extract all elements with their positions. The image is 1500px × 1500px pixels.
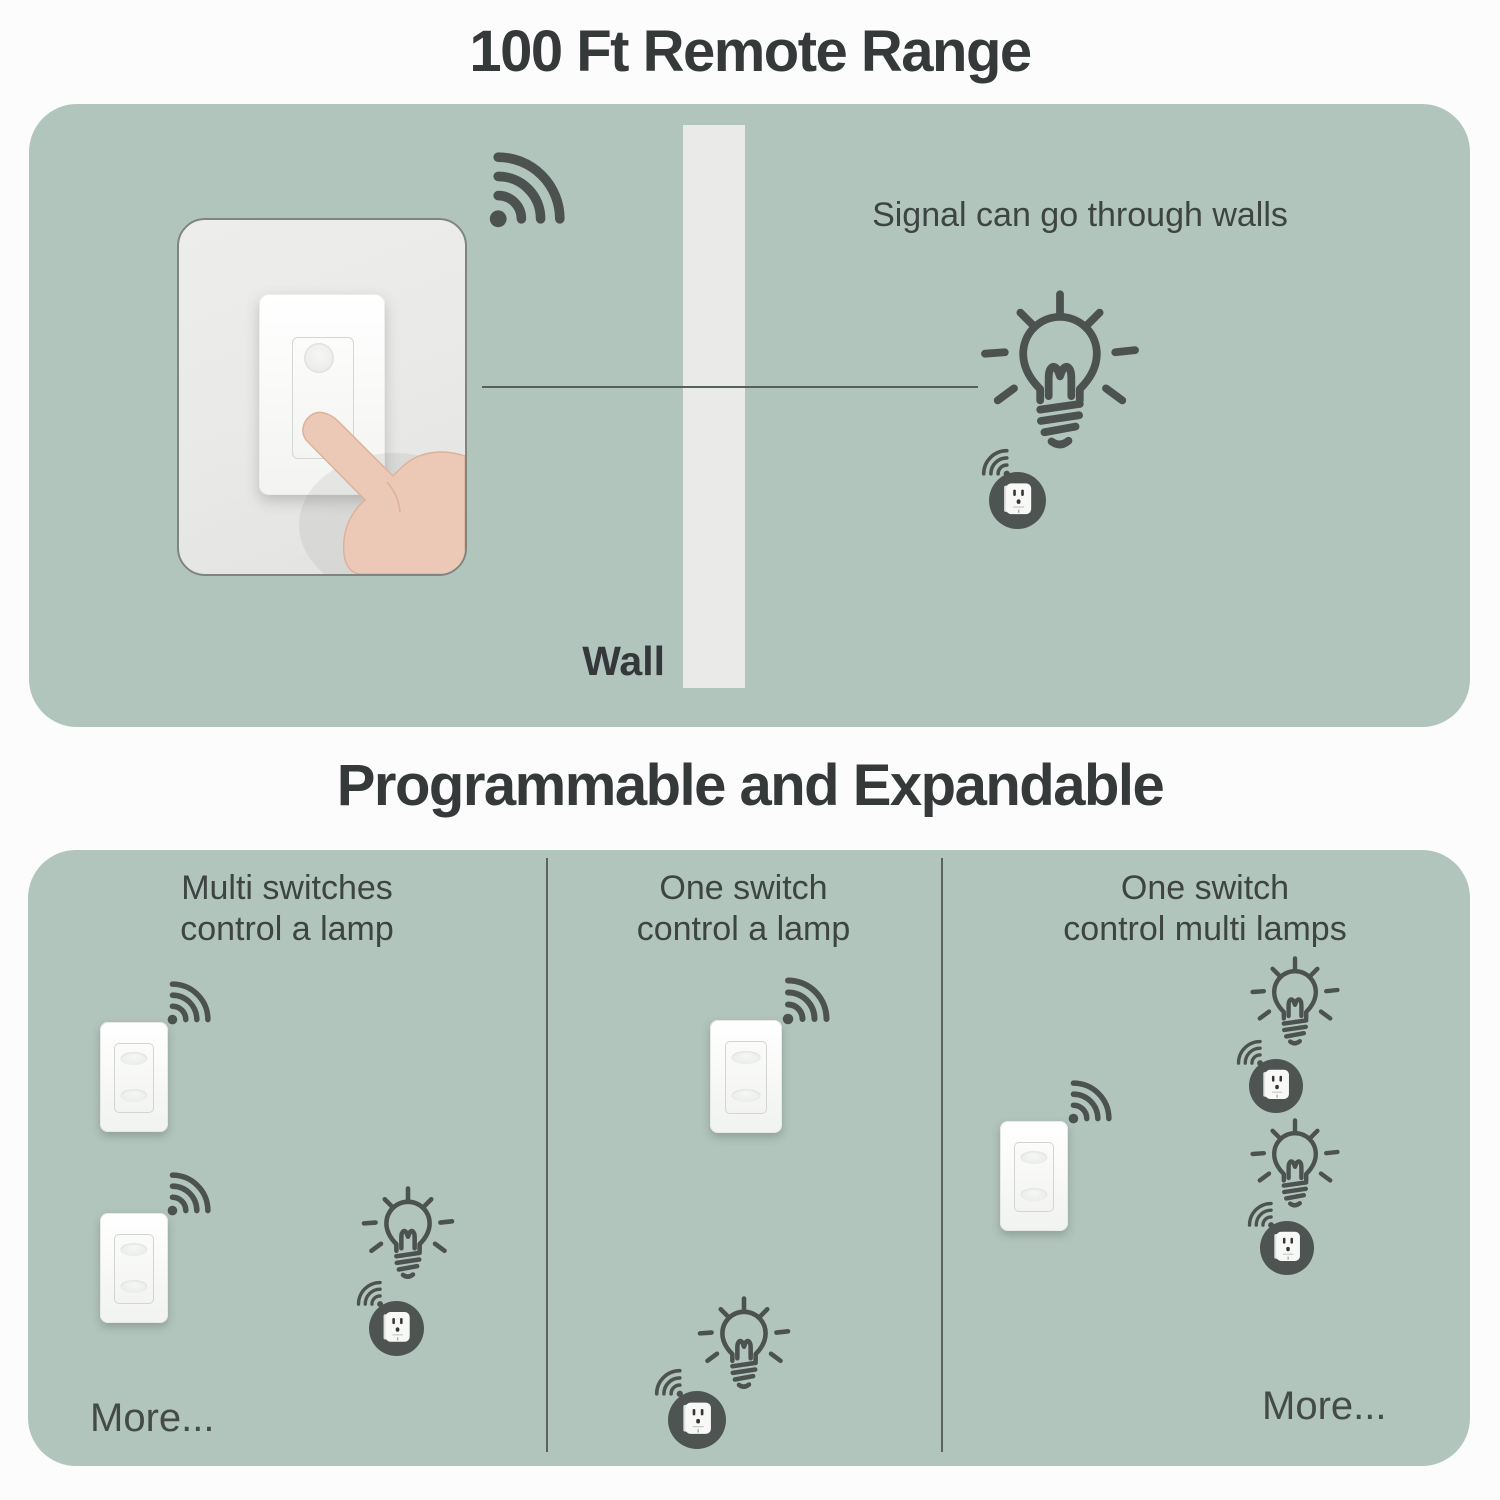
more-label: More... <box>1262 1384 1387 1428</box>
light-bulb-icon <box>694 1296 794 1404</box>
wifi-icon <box>1067 1079 1113 1125</box>
wall-bar <box>683 125 745 688</box>
column2-heading-line1: One switch <box>659 869 828 907</box>
section1-title: 100 Ft Remote Range <box>469 19 1032 84</box>
column2-heading: One switch control a lamp <box>556 868 931 950</box>
column3-heading-line2: control multi lamps <box>1063 910 1347 948</box>
column1-heading-line1: Multi switches <box>181 869 393 907</box>
column-divider <box>546 858 548 1452</box>
column1-heading: Multi switches control a lamp <box>47 868 527 950</box>
section1-caption: Signal can go through walls <box>872 196 1288 234</box>
pressing-hand <box>299 411 465 574</box>
column3-heading-line1: One switch <box>1120 869 1290 907</box>
smart-plug-icon <box>1260 1221 1314 1275</box>
switch-sensor <box>304 343 334 373</box>
wall-switch-icon <box>100 1022 168 1132</box>
wall-label: Wall <box>582 638 665 684</box>
light-bulb-icon <box>358 1186 458 1294</box>
wifi-icon <box>166 1171 212 1217</box>
smart-plug-icon <box>1249 1059 1303 1113</box>
column3-heading: One switch control multi lamps <box>950 868 1460 950</box>
column1-heading-line2: control a lamp <box>180 910 394 948</box>
switch-photo <box>177 218 467 576</box>
wall-switch-icon <box>100 1213 168 1323</box>
smart-plug-icon <box>369 1301 424 1356</box>
column-divider <box>941 858 943 1452</box>
wall-switch-icon <box>1000 1121 1068 1231</box>
wifi-icon <box>487 150 567 230</box>
smart-plug-icon <box>989 472 1046 529</box>
wifi-icon <box>781 976 831 1026</box>
light-bulb-icon <box>975 290 1145 474</box>
column2-heading-line2: control a lamp <box>636 910 851 948</box>
more-label: More... <box>90 1396 215 1440</box>
smart-plug-icon <box>668 1391 726 1449</box>
section2-title: Programmable and Expandable <box>336 753 1165 818</box>
wall-switch-icon <box>710 1020 782 1133</box>
wifi-icon <box>166 980 212 1026</box>
